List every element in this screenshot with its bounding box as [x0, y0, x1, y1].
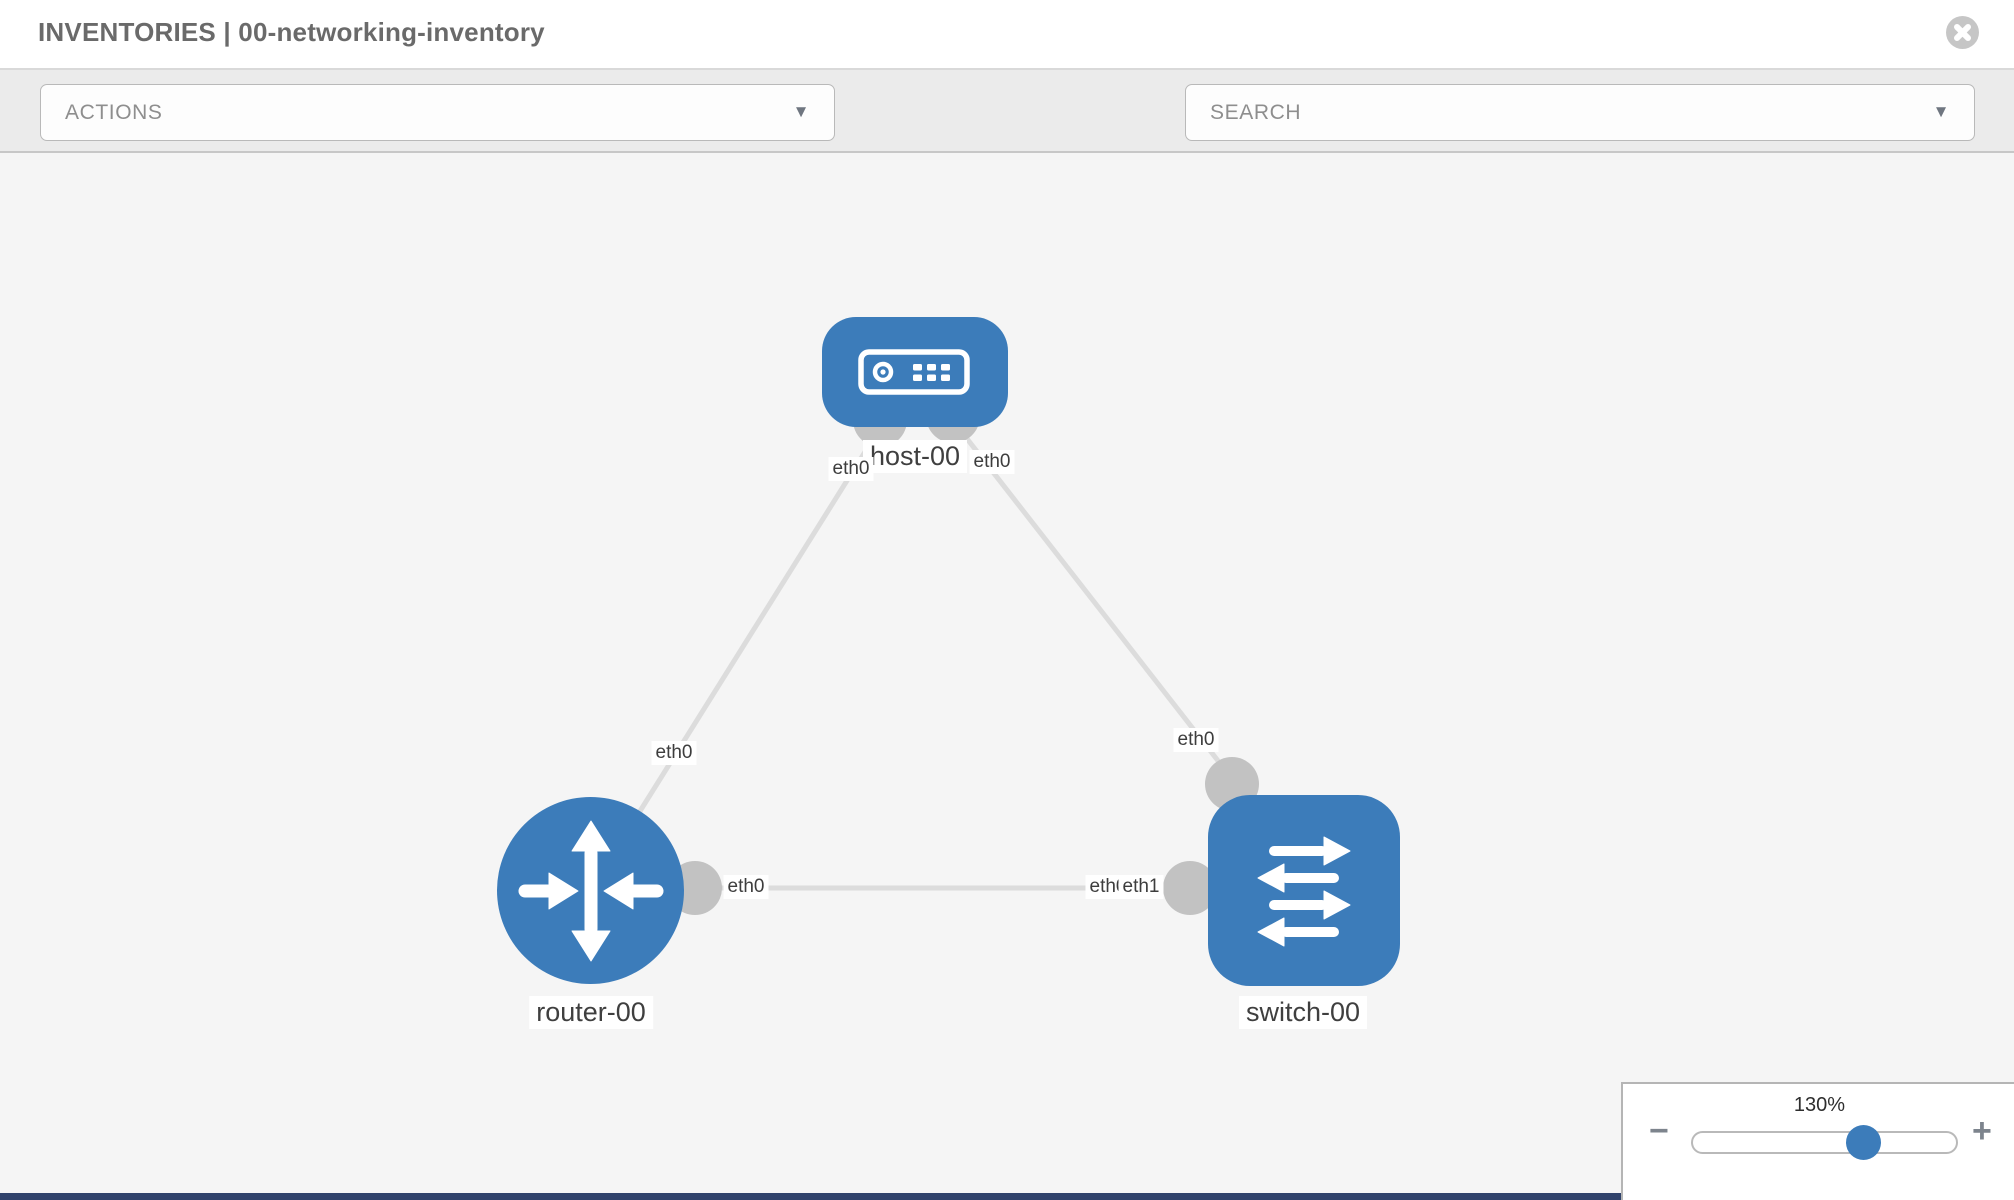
node-switch-00[interactable] [1208, 795, 1400, 986]
chevron-down-icon: ▼ [792, 101, 810, 121]
router-icon [518, 820, 663, 961]
iface-label-host-eth0-left: eth0 [828, 457, 874, 481]
link-host-switch[interactable] [913, 370, 1242, 791]
actions-dropdown[interactable]: ACTIONS ▼ [40, 84, 835, 141]
page-title: INVENTORIES | 00-networking-inventory [38, 17, 545, 47]
zoom-in-button[interactable]: + [1972, 1112, 1992, 1150]
zoom-slider-handle[interactable] [1846, 1125, 1881, 1160]
close-button[interactable] [1946, 16, 1979, 49]
zoom-slider[interactable] [1691, 1125, 1958, 1160]
links-layer [587, 370, 1303, 915]
zoom-panel: 130% − + [1621, 1082, 2014, 1200]
connector-switch-eth1 [1163, 861, 1217, 915]
zoom-level: 130% [1793, 1094, 1846, 1116]
header: INVENTORIES | 00-networking-inventory [0, 0, 2014, 70]
topology-canvas[interactable]: host-00 router-00 switch-00 eth0 eth0 et… [0, 155, 2014, 1200]
switch-icon [1257, 836, 1351, 946]
node-label-router-00: router-00 [529, 996, 653, 1029]
iface-label-switch-eth0-top: eth0 [1173, 728, 1219, 752]
iface-label-router-eth0-link: eth0 [723, 875, 769, 899]
node-label-host-00: host-00 [862, 440, 968, 473]
iface-label-switch-eth1: eth1 [1118, 875, 1164, 899]
node-host-00[interactable] [822, 317, 1008, 427]
node-router-00[interactable] [497, 797, 684, 984]
zoom-out-button[interactable]: − [1649, 1112, 1669, 1150]
footer-bar [0, 1193, 1621, 1200]
chevron-down-icon: ▼ [1932, 101, 1950, 121]
toolbar: ACTIONS ▼ SEARCH ▼ [0, 70, 2014, 204]
server-icon [858, 349, 970, 395]
node-label-switch-00: switch-00 [1238, 996, 1368, 1029]
close-icon [1954, 24, 1971, 41]
iface-label-router-eth0-top: eth0 [651, 741, 697, 765]
iface-label-host-eth0-right: eth0 [969, 450, 1015, 474]
search-placeholder: SEARCH [1210, 100, 1302, 124]
actions-dropdown-label: ACTIONS [65, 100, 163, 124]
search-dropdown[interactable]: SEARCH ▼ [1185, 84, 1975, 141]
